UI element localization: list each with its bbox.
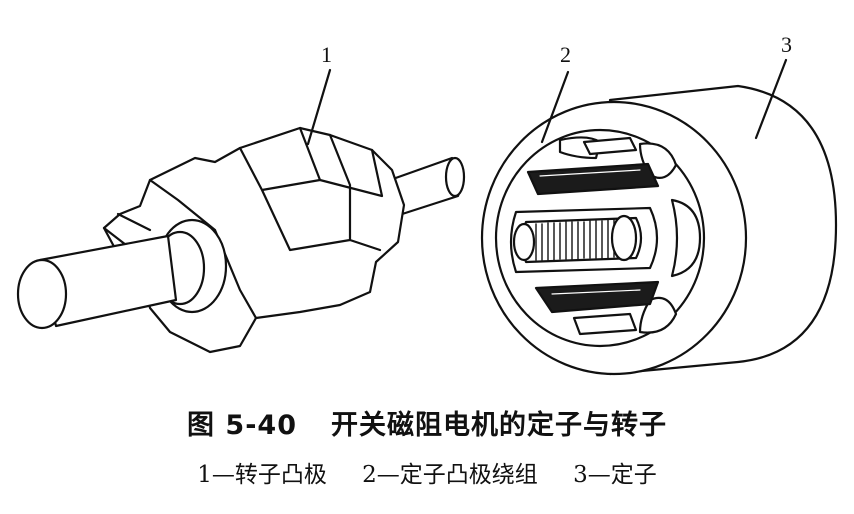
stator-pole-winding bbox=[534, 280, 660, 314]
stator-pole bbox=[638, 296, 678, 334]
figure-number: 图 5-40 bbox=[187, 410, 297, 441]
label-stator: 3 bbox=[781, 32, 792, 57]
legend-item: 2—定子凸极绕组 bbox=[362, 462, 538, 488]
leader-line-3 bbox=[754, 58, 788, 140]
stator-pole-winding-center bbox=[535, 219, 621, 261]
figure-title: 开关磁阻电机的定子与转子 bbox=[330, 410, 667, 441]
stator-pole bbox=[670, 198, 702, 278]
figure-legend: 1—转子凸极 2—定子凸极绕组 3—定子 bbox=[0, 455, 854, 489]
leader-line-1 bbox=[306, 68, 332, 146]
motor-illustration: 1 2 3 bbox=[16, 32, 838, 376]
label-stator-winding: 2 bbox=[560, 42, 571, 67]
leader-line-2 bbox=[540, 70, 570, 144]
figure-caption: 图 5-40 开关磁阻电机的定子与转子 bbox=[0, 403, 854, 442]
legend-item: 3—定子 bbox=[573, 462, 657, 488]
rotor bbox=[16, 126, 466, 354]
stator-pole-winding bbox=[526, 162, 660, 196]
stator bbox=[480, 84, 838, 376]
rotor-pole bbox=[102, 126, 384, 320]
label-rotor-pole: 1 bbox=[321, 42, 332, 67]
legend-item: 1—转子凸极 bbox=[197, 462, 327, 488]
